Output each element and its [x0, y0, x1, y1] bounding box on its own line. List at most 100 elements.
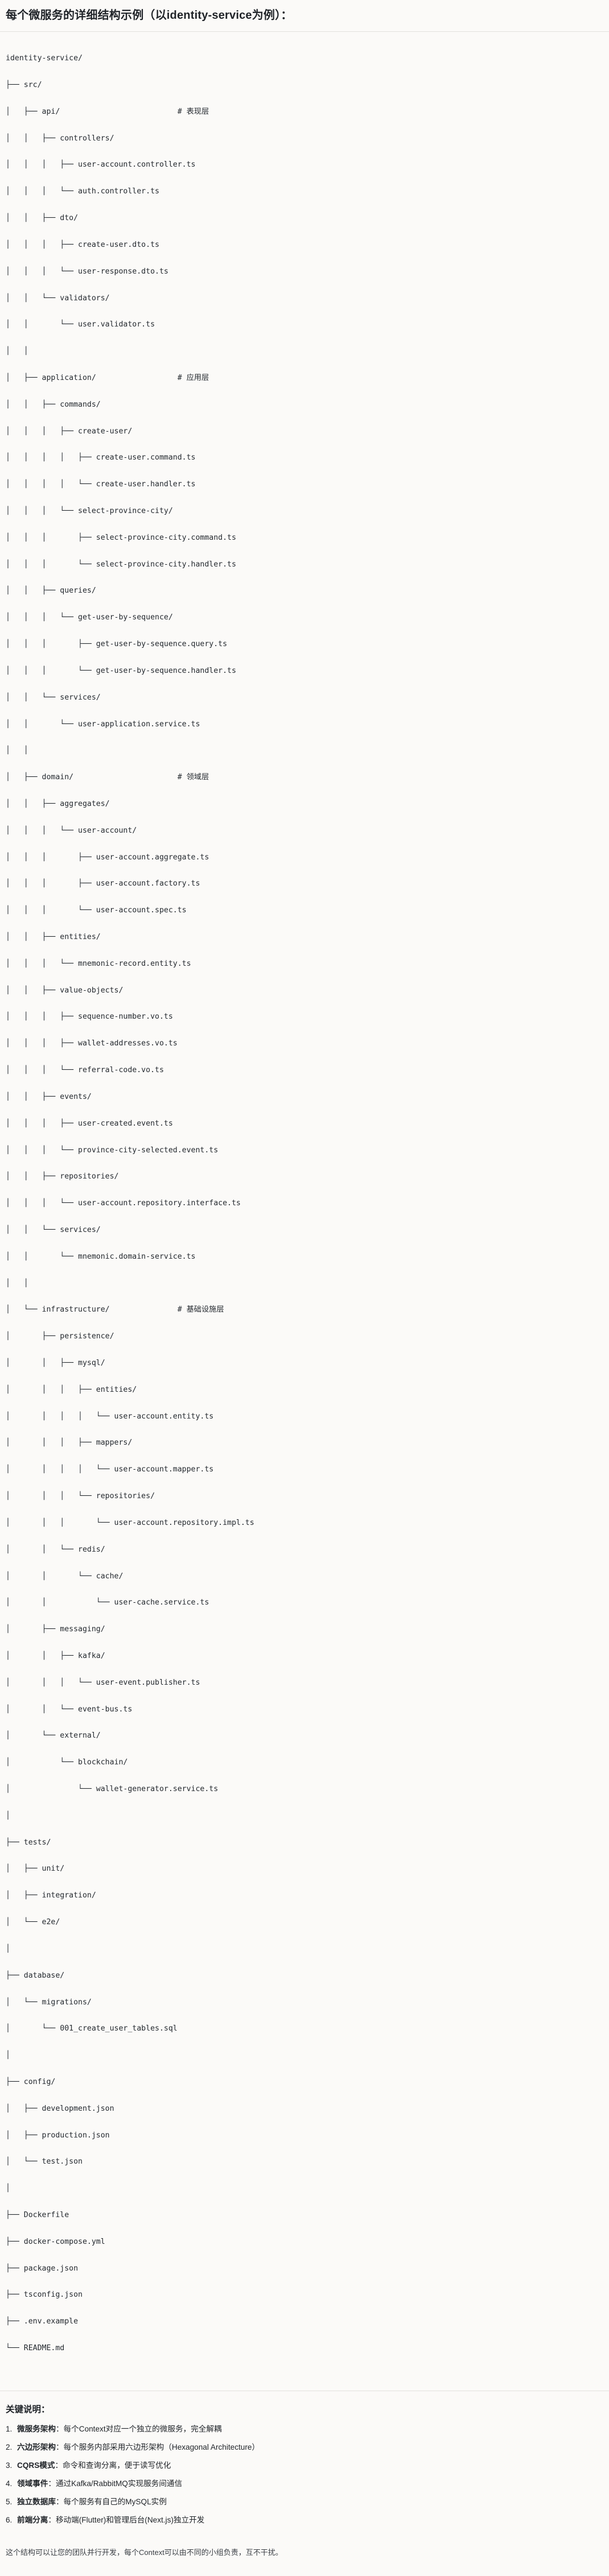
tree-line: │ │ └── user.validator.ts [6, 320, 155, 329]
tree-line: │ │ └── redis/ [6, 1545, 105, 1554]
key-note-item: 4. 领域事件：通过Kafka/RabbitMQ实现服务间通信 [6, 2478, 603, 2490]
tree-line: │ │ │ ├── get-user-by-sequence.query.ts [6, 640, 228, 649]
tree-line: │ │ └── cache/ [6, 1572, 124, 1581]
tree-line: │ ├── messaging/ [6, 1625, 105, 1634]
key-note-text: ：命令和查询分离，便于读写优化 [55, 2461, 171, 2470]
tree-line: │ │ │ └── referral-code.vo.ts [6, 1066, 164, 1075]
key-note-number: 1. [6, 2425, 13, 2434]
tree-line: │ │ ├── kafka/ [6, 1651, 105, 1660]
key-note-label: 微服务架构 [17, 2425, 56, 2434]
tree-line: │ │ │ └── select-province-city.handler.t… [6, 560, 236, 569]
tree-line: │ │ │ └── user-account.repository.impl.t… [6, 1518, 254, 1527]
tree-line: ├── tests/ [6, 1838, 51, 1847]
tree-line: ├── package.json [6, 2264, 79, 2273]
key-note-label: 前端分离 [17, 2516, 48, 2525]
tree-line: │ │ ├── commands/ [6, 400, 101, 409]
tree-line: │ ├── development.json [6, 2104, 114, 2113]
tree-line: │ │ ├── events/ [6, 1092, 92, 1101]
tree-line: │ │ ├── aggregates/ [6, 799, 110, 808]
tree-line: │ │ ├── entities/ [6, 933, 101, 941]
key-note-label: 独立数据库 [17, 2498, 56, 2507]
tree-line: │ │ │ │ └── create-user.handler.ts [6, 480, 196, 489]
tree-line: ├── Dockerfile [6, 2211, 69, 2219]
tree-line: │ │ │ └── get-user-by-sequence.handler.t… [6, 666, 236, 675]
key-note-label: CQRS模式 [17, 2461, 55, 2470]
tree-line: │ ├── integration/ [6, 1891, 96, 1900]
tree-line: │ └── blockchain/ [6, 1758, 128, 1767]
key-notes-list: 1. 微服务架构：每个Context对应一个独立的微服务，完全解耦 2. 六边形架构 ：… [6, 2423, 603, 2526]
key-notes-title: 关键说明： [6, 2405, 50, 2415]
tree-line: │ │ │ ├── create-user.dto.ts [6, 240, 159, 249]
key-note-text: ：移动端(Flutter)和管理后台(Next.js)独立开发 [48, 2516, 205, 2525]
tree-line: │ │ │ └── mnemonic-record.entity.ts [6, 959, 191, 968]
tree-line: │ └── external/ [6, 1731, 101, 1740]
tree-line: │ └── e2e/ [6, 1918, 60, 1927]
page-title: 每个微服务的详细结构示例（以identity-service为例）： [6, 9, 293, 22]
key-note-number: 4. [6, 2479, 13, 2488]
tree-line: │ └── migrations/ [6, 1998, 92, 2007]
directory-tree: identity-service/ ├── src/ │ ├── api/ # … [0, 39, 609, 2383]
tree-line: │ │ │ ├── user-account.factory.ts [6, 879, 200, 888]
key-note-text: ：每个服务有自己的MySQL实例 [55, 2498, 167, 2507]
key-note-item: 3. CQRS模式：命令和查询分离，便于读写优化 [6, 2459, 603, 2471]
tree-line: │ │ │ ├── sequence-number.vo.ts [6, 1012, 173, 1022]
tree-line: │ │ │ └── user-account.repository.interf… [6, 1199, 241, 1208]
tree-line: │ │ ├── mysql/ [6, 1359, 105, 1367]
tree-line: │ │ └── validators/ [6, 293, 110, 303]
tree-line: │ [6, 2051, 10, 2060]
tree-line: │ │ ├── queries/ [6, 586, 96, 596]
tree-line: │ │ ├── controllers/ [6, 134, 114, 143]
key-notes-section: 关键说明： 1. 微服务架构：每个Context对应一个独立的微服务，完全解耦 2.… [0, 2391, 609, 2538]
tree-line: │ │ │ │ ├── create-user.command.ts [6, 453, 196, 462]
key-note-label: 六边形架构 [17, 2443, 56, 2452]
tree-line: │ │ │ └── repositories/ [6, 1492, 155, 1501]
tree-line: │ │ │ └── user-response.dto.ts [6, 267, 168, 276]
tree-line: │ │ │ ├── mappers/ [6, 1438, 133, 1448]
tree-line: │ │ │ └── province-city-selected.event.t… [6, 1146, 219, 1155]
tree-line: │ │ [6, 1279, 28, 1288]
key-note-number: 6. [6, 2516, 13, 2525]
tree-line: │ │ │ └── user-account.spec.ts [6, 906, 187, 915]
tree-line: │ │ │ ├── select-province-city.command.t… [6, 533, 236, 542]
tree-line: ├── database/ [6, 1971, 65, 1980]
tree-line: │ │ │ └── auth.controller.ts [6, 187, 159, 196]
tree-line: │ │ [6, 347, 28, 356]
tree-line: │ └── test.json [6, 2157, 83, 2166]
tree-line: │ │ │ └── user-account/ [6, 826, 137, 835]
tree-line: │ │ │ │ └── user-account.mapper.ts [6, 1465, 214, 1474]
tree-line: │ [6, 1944, 10, 1953]
key-note-number: 3. [6, 2461, 13, 2470]
key-note-item: 5.独立数据库：每个服务有自己的MySQL实例 [6, 2496, 603, 2508]
tree-line: │ │ │ └── get-user-by-sequence/ [6, 613, 173, 622]
tree-line: │ │ └── services/ [6, 1225, 101, 1234]
tree-line: identity-service/ [6, 54, 83, 63]
tree-line: │ ├── production.json [6, 2131, 110, 2140]
tree-line: │ │ │ │ └── user-account.entity.ts [6, 1412, 214, 1421]
tree-line: │ └── 001_create_user_tables.sql [6, 2024, 178, 2033]
tree-line: │ │ │ ├── entities/ [6, 1385, 137, 1394]
tree-line: │ │ └── event-bus.ts [6, 1705, 133, 1714]
tree-line: │ │ └── user-application.service.ts [6, 720, 200, 729]
tree-line: ├── docker-compose.yml [6, 2237, 105, 2246]
key-note-item: 1. 微服务架构：每个Context对应一个独立的微服务，完全解耦 [6, 2423, 603, 2435]
key-note-number: 2. [6, 2443, 13, 2452]
tree-line: │ │ │ ├── user-account.aggregate.ts [6, 853, 209, 862]
closing-paragraph: 这个结构可以让您的团队并行开发，每个Context可以由不同的小组负责，互不干扰… [6, 2548, 283, 2557]
tree-line: │ ├── persistence/ [6, 1332, 114, 1341]
key-note-text: ：通过Kafka/RabbitMQ实现服务间通信 [48, 2479, 183, 2488]
tree-line: │ │ │ ├── user-account.controller.ts [6, 160, 196, 169]
tree-line: │ ├── unit/ [6, 1864, 65, 1874]
tree-line: │ │ │ ├── user-created.event.ts [6, 1119, 173, 1128]
divider-top [0, 31, 609, 32]
tree-line: │ │ │ └── select-province-city/ [6, 507, 173, 515]
tree-line: │ │ └── user-cache.service.ts [6, 1598, 209, 1607]
tree-line: │ │ ├── repositories/ [6, 1172, 119, 1181]
key-note-text: ：每个Context对应一个独立的微服务，完全解耦 [55, 2425, 222, 2434]
tree-line: │ ├── api/ # 表现层 [6, 107, 209, 116]
key-note-label: 领域事件 [17, 2479, 48, 2488]
key-note-item: 2.六边形架构：每个服务内部采用六边形架构（Hexagonal Architec… [6, 2441, 603, 2453]
tree-line: │ └── wallet-generator.service.ts [6, 1785, 219, 1793]
tree-line: │ │ └── services/ [6, 693, 101, 702]
tree-line: │ ├── application/ # 应用层 [6, 373, 209, 382]
